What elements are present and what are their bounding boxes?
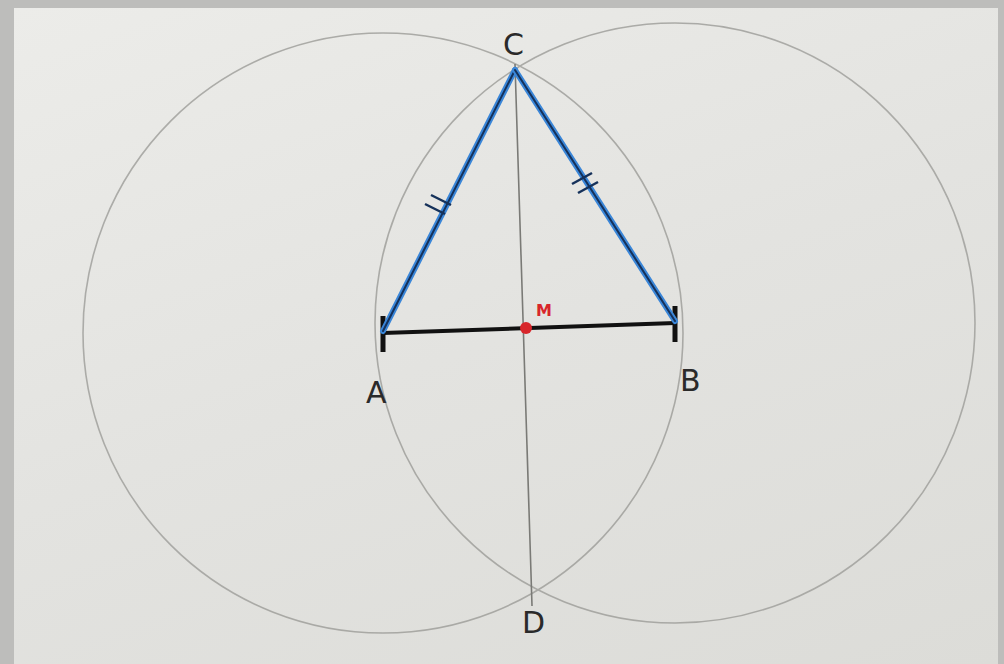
triangle-side	[383, 70, 515, 331]
midpoint-label: M	[536, 303, 552, 319]
tick-mark	[425, 204, 445, 214]
tick-mark	[578, 182, 598, 193]
point-label: A	[366, 378, 387, 408]
triangle-side	[515, 70, 675, 321]
tick-mark	[572, 173, 592, 184]
point-label: C	[503, 30, 524, 60]
point-label: B	[680, 366, 701, 396]
triangle-side	[383, 70, 515, 331]
segment-ab	[383, 323, 675, 333]
midpoint-dot	[520, 322, 532, 334]
compass-circle	[83, 33, 683, 633]
tick-mark	[431, 195, 451, 205]
perpendicular-bisector	[515, 64, 532, 606]
point-label: D	[522, 608, 545, 638]
triangle-side	[515, 70, 675, 321]
compass-circle	[375, 23, 975, 623]
